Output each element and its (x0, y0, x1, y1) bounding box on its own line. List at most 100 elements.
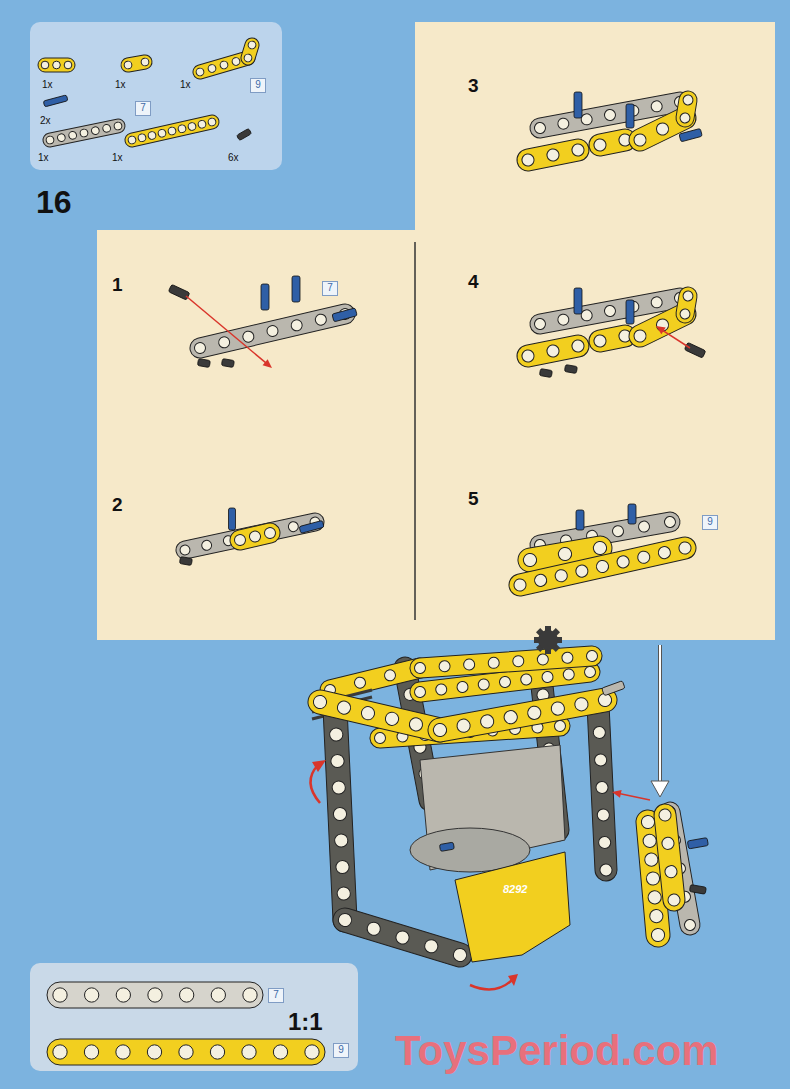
beam (239, 36, 260, 66)
illustration-part (507, 535, 698, 598)
illustration-part (654, 121, 670, 137)
illustration-part (243, 53, 253, 63)
illustration-part (91, 126, 100, 135)
illustration-part (333, 807, 347, 821)
text-holder: 1 (112, 275, 123, 294)
illustration-part (231, 57, 241, 67)
beam (653, 803, 686, 912)
illustration-part (137, 133, 146, 142)
beam (188, 302, 357, 360)
label-holder: ToysPeriod.com (395, 1030, 719, 1072)
illustration-part (546, 344, 560, 358)
illustration-part (638, 520, 651, 533)
quantity: 1x (42, 79, 53, 90)
illustration-part (432, 722, 447, 737)
illustration-part (366, 921, 382, 937)
illustration-part (515, 137, 591, 173)
beam-length-box: 9 (702, 515, 718, 530)
illustration-part (557, 546, 572, 561)
illustration-part (116, 1045, 130, 1059)
illustration-part (116, 988, 130, 1002)
illustration-part (360, 705, 376, 721)
illustration-part (604, 109, 617, 122)
pin (628, 504, 636, 524)
beam (515, 333, 591, 369)
quantity: 1x (180, 79, 191, 90)
illustration-part (179, 544, 191, 556)
pin (564, 365, 577, 374)
illustration-part (456, 681, 468, 693)
illustration-part (455, 852, 570, 962)
illustration-part (102, 124, 111, 133)
beam-length-box: 7 (322, 281, 338, 296)
illustration-part (179, 1045, 193, 1059)
substep-2 (174, 508, 325, 566)
text-holder: 5 (468, 489, 479, 508)
illustration-part (571, 339, 585, 353)
scale-beams (47, 982, 325, 1065)
illustration-part (195, 67, 205, 77)
length-number: 7 (273, 989, 279, 1000)
pin (602, 681, 625, 696)
illustration-part (290, 319, 303, 332)
substep-number: 3 (468, 75, 479, 96)
arrow-head (612, 790, 622, 798)
illustration-part (218, 336, 231, 349)
illustration-part (584, 666, 596, 678)
beam (675, 90, 699, 129)
illustration-part (124, 114, 221, 149)
model-number: 8292 (503, 883, 527, 895)
illustration-part (47, 982, 263, 1008)
illustration-part (337, 912, 353, 928)
illustration-part (435, 683, 447, 695)
illustration-part (682, 94, 693, 105)
illustration-part (242, 1045, 256, 1059)
illustration-part (266, 324, 279, 337)
illustration-part (534, 122, 547, 135)
scale-mark: 1:1 (288, 1008, 323, 1035)
illustration-part (53, 1045, 67, 1059)
illustration-part (120, 54, 153, 73)
illustration-part (593, 138, 607, 152)
illustration-part (679, 112, 690, 123)
illustration-part (41, 61, 49, 69)
illustration-part (228, 521, 282, 552)
illustration-part (239, 36, 260, 66)
pin (179, 557, 192, 566)
quantity: 1x (38, 152, 49, 163)
text-holder: 1x (112, 153, 123, 163)
illustration-part (597, 809, 610, 822)
length-number: 9 (255, 79, 261, 90)
illustration-part (657, 545, 671, 559)
illustration-part (598, 836, 611, 849)
illustration-part (127, 135, 136, 144)
illustration-part (374, 732, 386, 744)
beam (174, 511, 325, 560)
illustration-part (174, 511, 325, 560)
illustration-part (201, 539, 213, 551)
illustration-part (331, 754, 345, 768)
length-number: 7 (140, 102, 146, 113)
illustration-part (463, 659, 475, 671)
illustration-part (353, 676, 366, 689)
illustration-part (207, 117, 216, 126)
illustration-part (562, 652, 574, 664)
illustration-part (478, 678, 490, 690)
text-holder: 2 (112, 495, 123, 514)
illustration-part (637, 550, 651, 564)
illustration-part (287, 521, 299, 533)
illustration-part (675, 90, 699, 129)
pin (168, 284, 190, 300)
text-holder: 1x (115, 80, 126, 90)
illustration-part (124, 61, 133, 70)
illustration-part (592, 540, 607, 555)
illustration-part (537, 654, 549, 666)
illustration-part (604, 305, 617, 318)
subassembly (635, 800, 708, 948)
panel-ground (97, 22, 775, 640)
quantity: 1x (112, 152, 123, 163)
pin (689, 885, 706, 895)
step-number: 16 (36, 184, 72, 220)
illustration-part (314, 313, 327, 326)
illustration-part (644, 853, 658, 867)
